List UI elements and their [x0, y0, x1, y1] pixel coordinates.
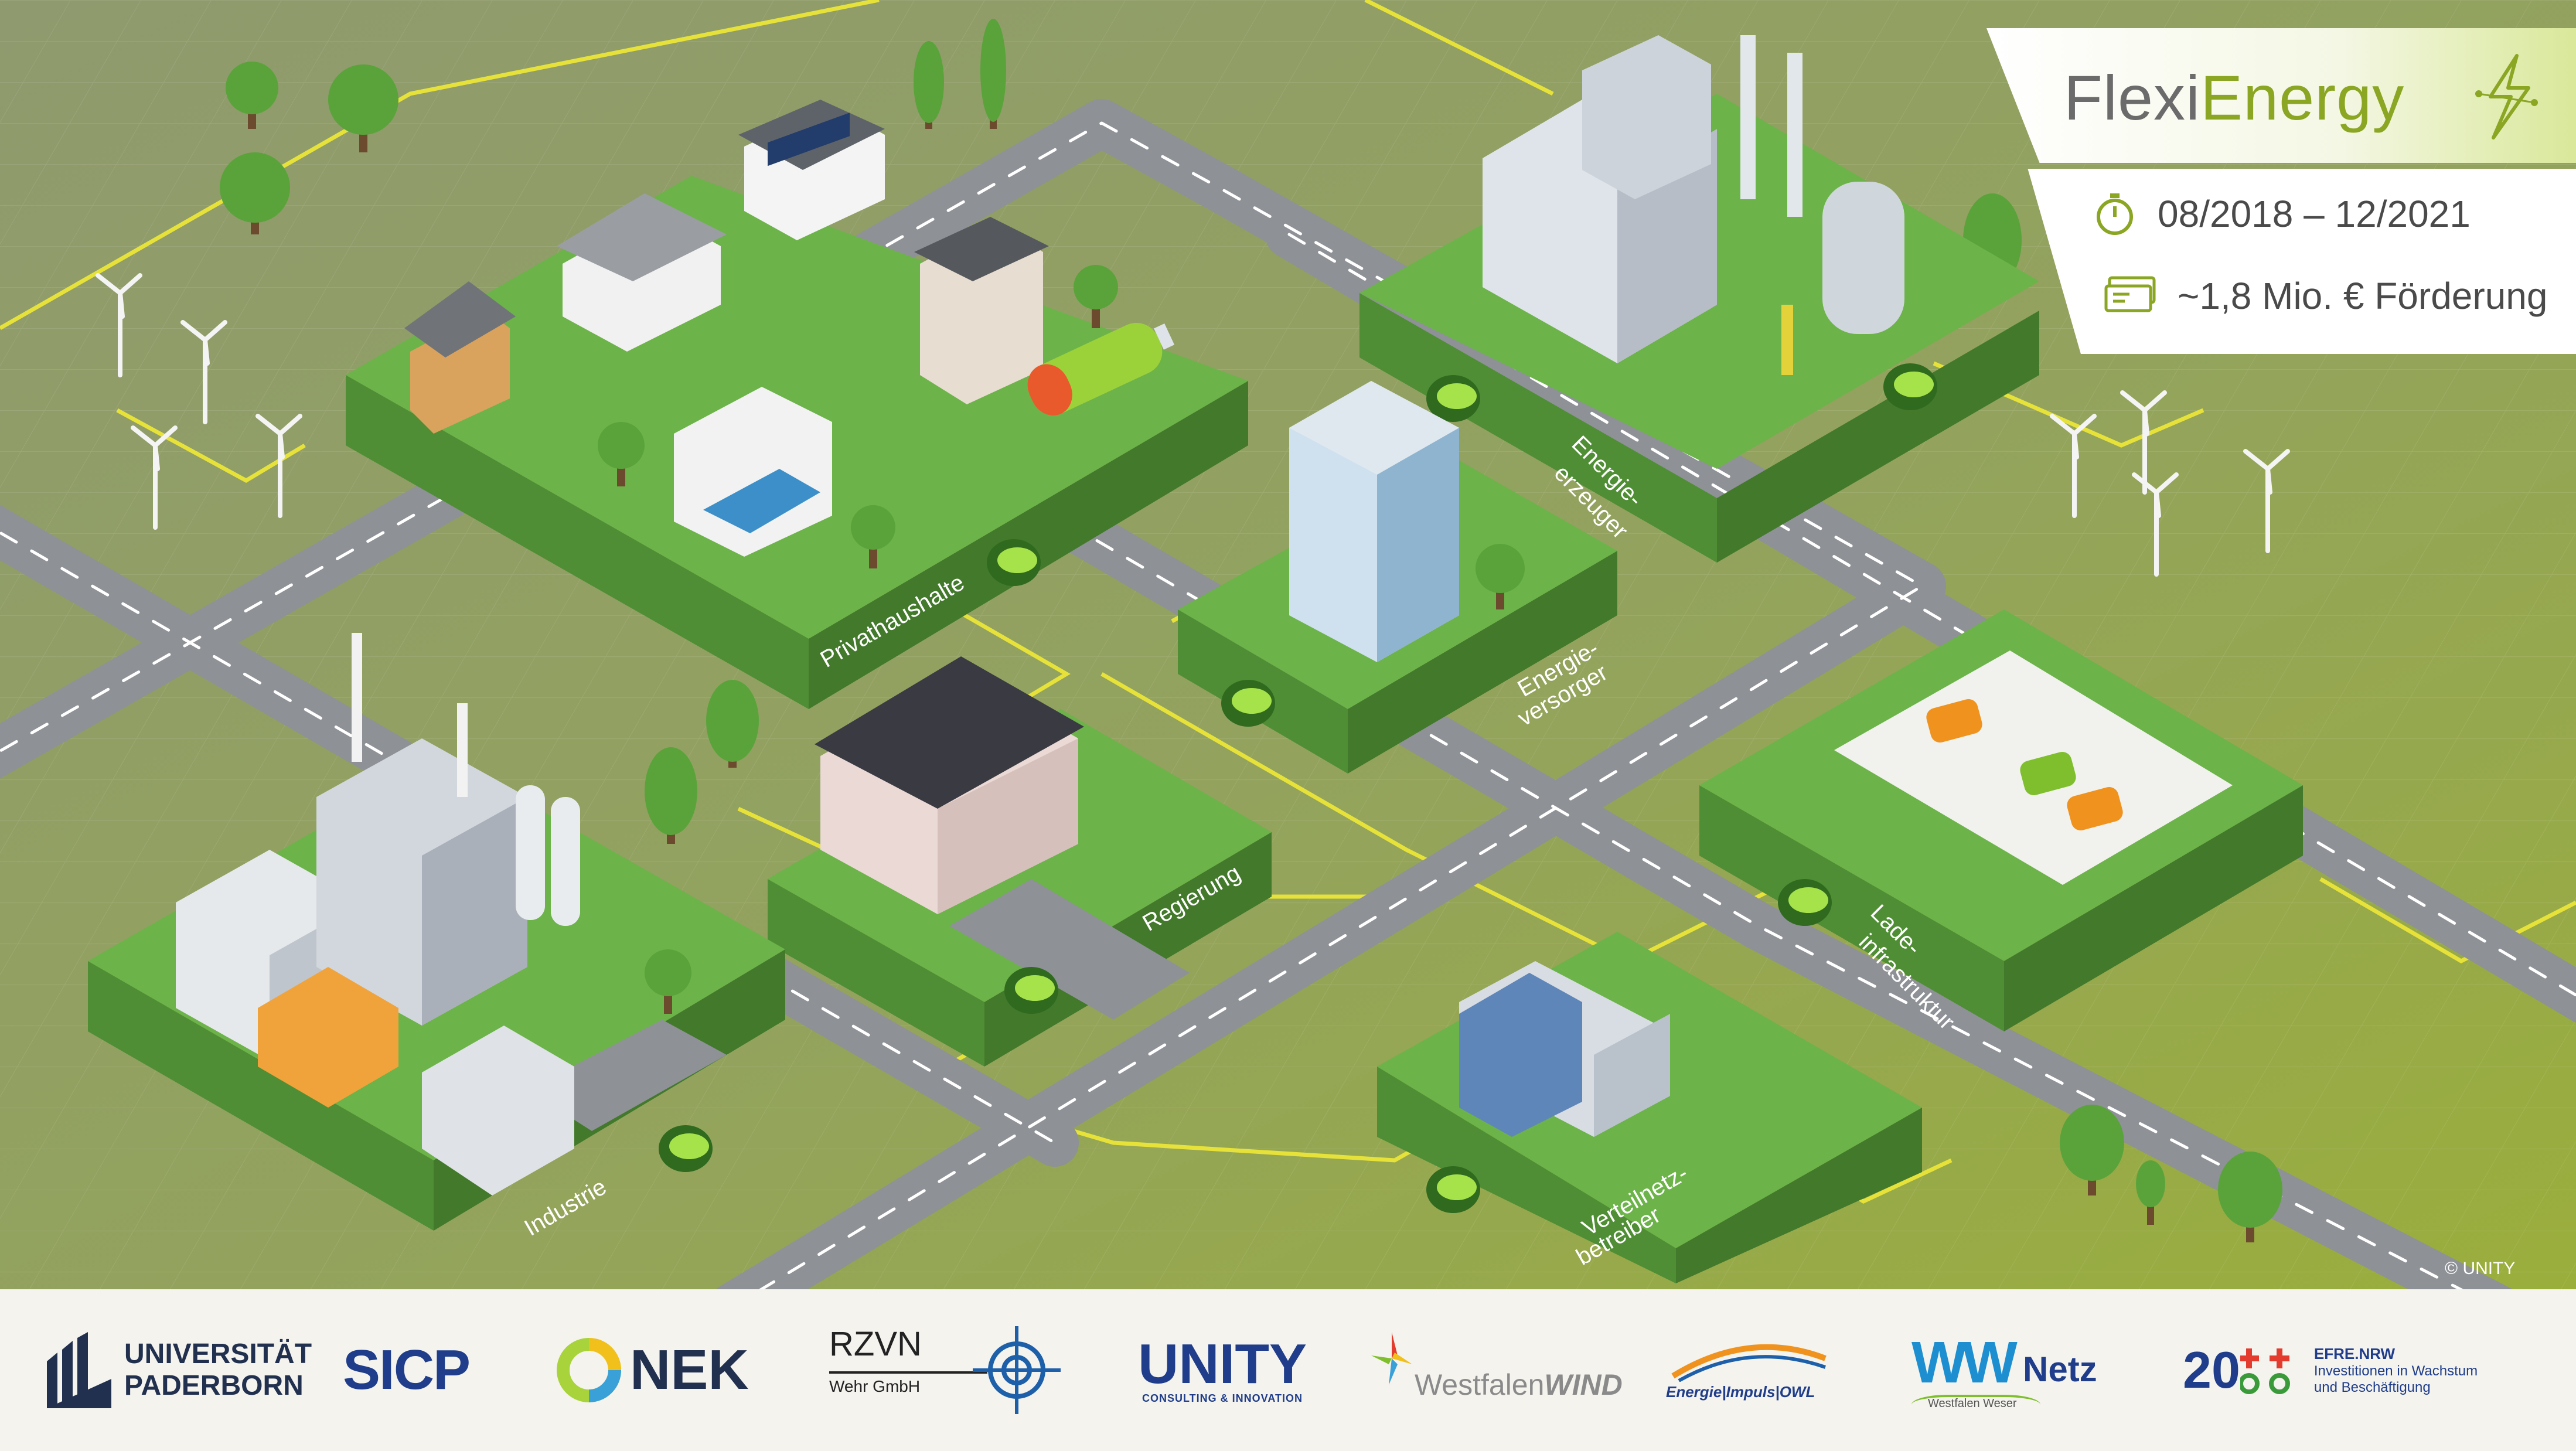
residential-houses — [404, 100, 1049, 557]
brand-panel: FlexiEnergy — [1986, 28, 2576, 163]
unity-text: UNITY — [1138, 1332, 1307, 1395]
efre-title: EFRE.NRW — [2313, 1344, 2396, 1363]
logo-energieimpuls-owl: Energie|Impuls|OWL — [1661, 1289, 1831, 1451]
uni-paderborn-line-2: PADERBORN — [124, 1370, 304, 1401]
platform-node-producers — [1883, 363, 1937, 410]
efre-line-1: Investitionen in Wachstum — [2313, 1363, 2478, 1379]
logo-ww-netz: WW Netz Westfalen Weser — [1911, 1289, 2122, 1451]
westfalenwind-text-1: Westfalen — [1415, 1368, 1545, 1401]
copyright: © UNITY — [2445, 1259, 2516, 1278]
logo-rzvn: RZVN Wehr GmbH — [829, 1289, 1064, 1451]
platform-suppliers — [1178, 381, 1617, 774]
government-path — [949, 879, 1190, 1020]
logo-nek: NEK — [554, 1289, 749, 1451]
platform-node-charging — [1778, 879, 1832, 926]
partner-logo-bar: UNIVERSITÄT PADERBORN SICP NEK RZVN Wehr… — [0, 1289, 2576, 1451]
rzvn-text: RZVN — [829, 1325, 922, 1363]
pinwheel-icon — [1371, 1332, 1412, 1385]
ww-netz-text-3: Westfalen Weser — [1928, 1397, 2017, 1410]
rzvn-subtext: Wehr GmbH — [829, 1377, 921, 1395]
uni-paderborn-line-1: UNIVERSITÄT — [124, 1338, 312, 1370]
brand-part-1: Flexi — [2064, 62, 2201, 133]
logo-unity: UNITY CONSULTING & INNOVATION — [1138, 1289, 1307, 1451]
industrial-plant — [176, 633, 580, 1195]
platform-households — [346, 100, 1248, 709]
energieimpuls-swirl-icon — [1671, 1344, 1827, 1382]
platform-government — [768, 656, 1272, 1067]
westfalenwind-text-2: WIND — [1544, 1368, 1623, 1401]
electric-cars — [1926, 699, 2123, 831]
project-funding: ~1,8 Mio. € Förderung — [2104, 274, 2547, 318]
platform-node-government — [1004, 967, 1058, 1014]
logo-westfalenwind: WestfalenWIND — [1371, 1289, 1623, 1451]
uni-paderborn-emblem — [47, 1332, 111, 1408]
platform-industry — [88, 633, 785, 1231]
platform-node-suppliers — [1221, 680, 1275, 727]
nek-ring-icon — [557, 1338, 621, 1402]
efre-line-2: und Beschäftigung — [2313, 1379, 2431, 1395]
platform-node-grid-operator — [1426, 1166, 1480, 1213]
sicp-text: SICP — [343, 1338, 471, 1401]
banknote-icon — [2104, 276, 2156, 312]
unity-subtext: CONSULTING & INNOVATION — [1142, 1392, 1303, 1404]
platform-charging — [1699, 609, 2303, 1031]
power-plant — [1483, 35, 1904, 375]
project-period-text: 08/2018 – 12/2021 — [2158, 193, 2471, 235]
government-building — [815, 656, 1084, 914]
rzvn-crosshair-icon — [973, 1326, 1061, 1414]
brand-title: FlexiEnergy — [2064, 61, 2404, 134]
ww-netz-text-1: WW — [1911, 1330, 2018, 1395]
platform-grid-operator — [1377, 932, 1922, 1283]
stopwatch-icon — [2097, 193, 2133, 235]
nek-text: NEK — [630, 1338, 749, 1401]
efre-stars-icon — [2240, 1348, 2290, 1394]
project-period: 08/2018 – 12/2021 — [2092, 191, 2471, 237]
platform-node-households — [987, 539, 1041, 586]
logo-uni-paderborn: UNIVERSITÄT PADERBORN — [47, 1289, 312, 1451]
logo-sicp: SICP — [343, 1289, 471, 1451]
battery-icon — [1027, 322, 1175, 415]
platform-node-industry — [659, 1125, 713, 1172]
details-panel: 08/2018 – 12/2021 ~1,8 Mio. € Förderung — [2028, 169, 2576, 354]
energieimpuls-text: Energie|Impuls|OWL — [1666, 1383, 1815, 1401]
wind-turbines — [96, 273, 2290, 577]
office-tower — [1289, 381, 1459, 662]
project-info-card: FlexiEnergy 08/2018 – 12/2021 ~1,8 Mio. … — [1986, 28, 2576, 354]
grid-operator-building — [1459, 961, 1670, 1137]
platform-producers — [1359, 35, 2039, 563]
ww-netz-text-2: Netz — [2023, 1350, 2097, 1389]
efre-year-text: 20 — [2183, 1341, 2240, 1399]
project-funding-text: ~1,8 Mio. € Förderung — [2178, 275, 2548, 317]
logo-efre-nrw: 20 EFRE.NRW Investitionen in Wachstum un… — [2183, 1289, 2478, 1451]
flexienergy-lightning-icon — [2475, 54, 2538, 139]
trees — [220, 19, 2282, 1242]
brand-part-2: Energy — [2200, 62, 2405, 133]
